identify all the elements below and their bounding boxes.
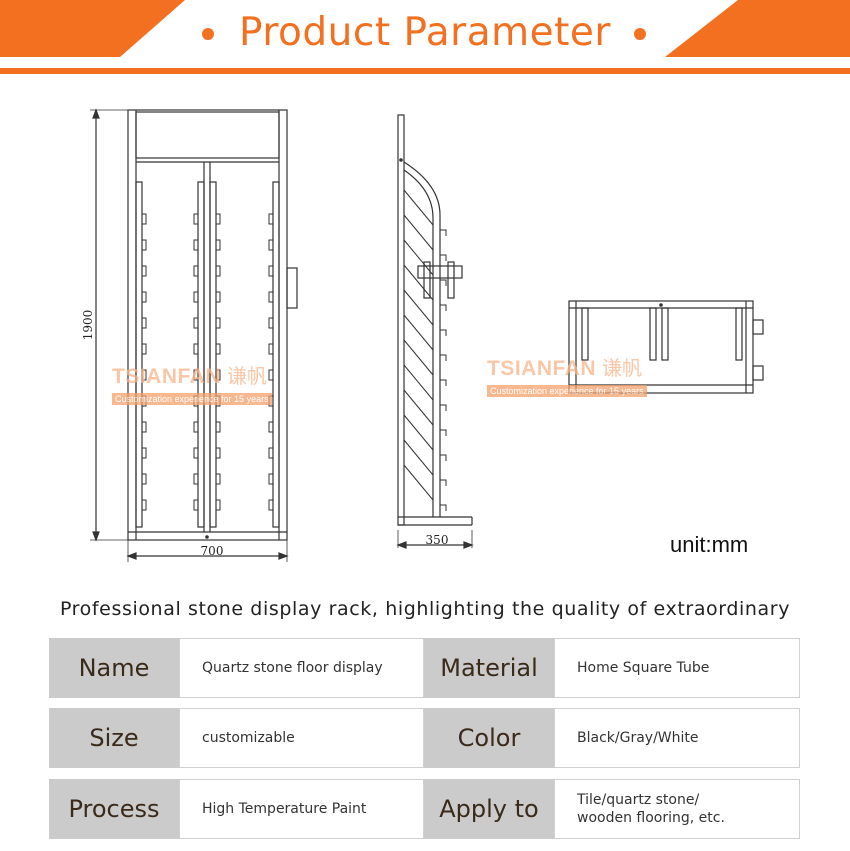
watermark-brand: TSIANFAN [112, 365, 221, 388]
name-label: Name [49, 638, 179, 698]
top-view [568, 300, 764, 394]
watermark-left: TSIANFAN 谦帆 Customization experience for … [112, 360, 272, 407]
spec-row: Size customizable Color Black/Gray/White [49, 708, 800, 768]
front-width-dimension-label: 700 [201, 544, 224, 558]
color-label: Color [424, 708, 554, 768]
watermark-brand: TSIANFAN [487, 357, 596, 380]
height-dimension-label: 1900 [81, 310, 95, 341]
header-banner [0, 0, 850, 74]
apply-to-value-line-2: wooden flooring, etc. [577, 810, 725, 826]
watermark-tagline: Customization experience for 15 years [487, 385, 647, 397]
size-value: customizable [179, 708, 424, 768]
watermark-brand-cn: 谦帆 [602, 358, 642, 380]
header-bullet-left [202, 28, 214, 40]
slant-bars [403, 189, 434, 501]
apply-to-label: Apply to [424, 779, 554, 839]
rack-technical-drawing: 1900 700 350 [81, 108, 764, 562]
side-view [396, 114, 474, 549]
right-hooks [268, 213, 273, 511]
side-depth-dimension-label: 350 [426, 533, 449, 547]
apply-to-value-line-1: Tile/quartz stone/ [577, 792, 700, 808]
material-value: Home Square Tube [554, 638, 800, 698]
watermark-tagline: Customization experience for 15 years [112, 393, 272, 405]
page-title: Product Parameter [239, 10, 611, 55]
process-value: High Temperature Paint [179, 779, 424, 839]
product-tagline: Professional stone display rack, highlig… [59, 598, 791, 620]
header-bullet-right [634, 28, 646, 40]
watermark-brand-cn: 谦帆 [227, 366, 267, 388]
apply-to-value: Tile/quartz stone/ wooden flooring, etc. [554, 779, 800, 839]
watermark-center: TSIANFAN 谦帆 Customization experience for … [487, 352, 647, 399]
name-value: Quartz stone floor display [179, 638, 424, 698]
material-label: Material [424, 638, 554, 698]
side-hooks [440, 229, 447, 511]
spec-row: Name Quartz stone floor display Material… [49, 638, 800, 698]
process-label: Process [49, 779, 179, 839]
size-label: Size [49, 708, 179, 768]
spec-row: Process High Temperature Paint Apply to … [49, 779, 800, 839]
color-value: Black/Gray/White [554, 708, 800, 768]
unit-label: unit:mm [670, 532, 749, 557]
front-view [90, 108, 298, 562]
